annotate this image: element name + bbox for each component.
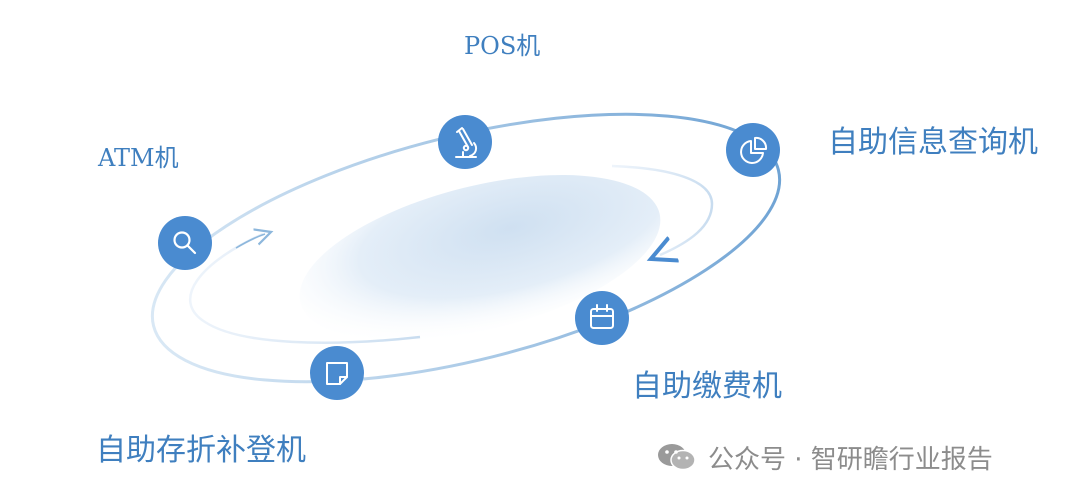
wechat-icon bbox=[658, 444, 696, 471]
inner-arc-left bbox=[188, 232, 421, 344]
calendar-icon bbox=[590, 304, 614, 329]
search-icon bbox=[173, 231, 197, 255]
atm-node bbox=[158, 216, 212, 270]
pie-chart-icon bbox=[740, 136, 768, 164]
watermark: 公众号 · 智研瞻行业报告 bbox=[656, 439, 993, 475]
microscope-icon bbox=[455, 127, 478, 158]
pos-node bbox=[438, 115, 492, 169]
info-query-label: 自助信息查询机 bbox=[828, 125, 1038, 160]
inner-arc-left-arrow bbox=[235, 234, 265, 249]
note-icon bbox=[326, 362, 348, 385]
passbook-label: 自助存折补登机 bbox=[96, 433, 306, 468]
atm-label: ATM机 bbox=[98, 144, 179, 172]
passbook-node bbox=[310, 346, 364, 400]
info-query-node bbox=[726, 123, 780, 177]
watermark-text: 公众号 · 智研瞻行业报告 bbox=[708, 444, 993, 475]
fee-label: 自助缴费机 bbox=[632, 369, 782, 404]
pos-label: POS机 bbox=[464, 32, 541, 60]
inner-arc-right bbox=[611, 164, 714, 255]
fee-node bbox=[575, 291, 629, 345]
center-disc bbox=[299, 175, 661, 341]
